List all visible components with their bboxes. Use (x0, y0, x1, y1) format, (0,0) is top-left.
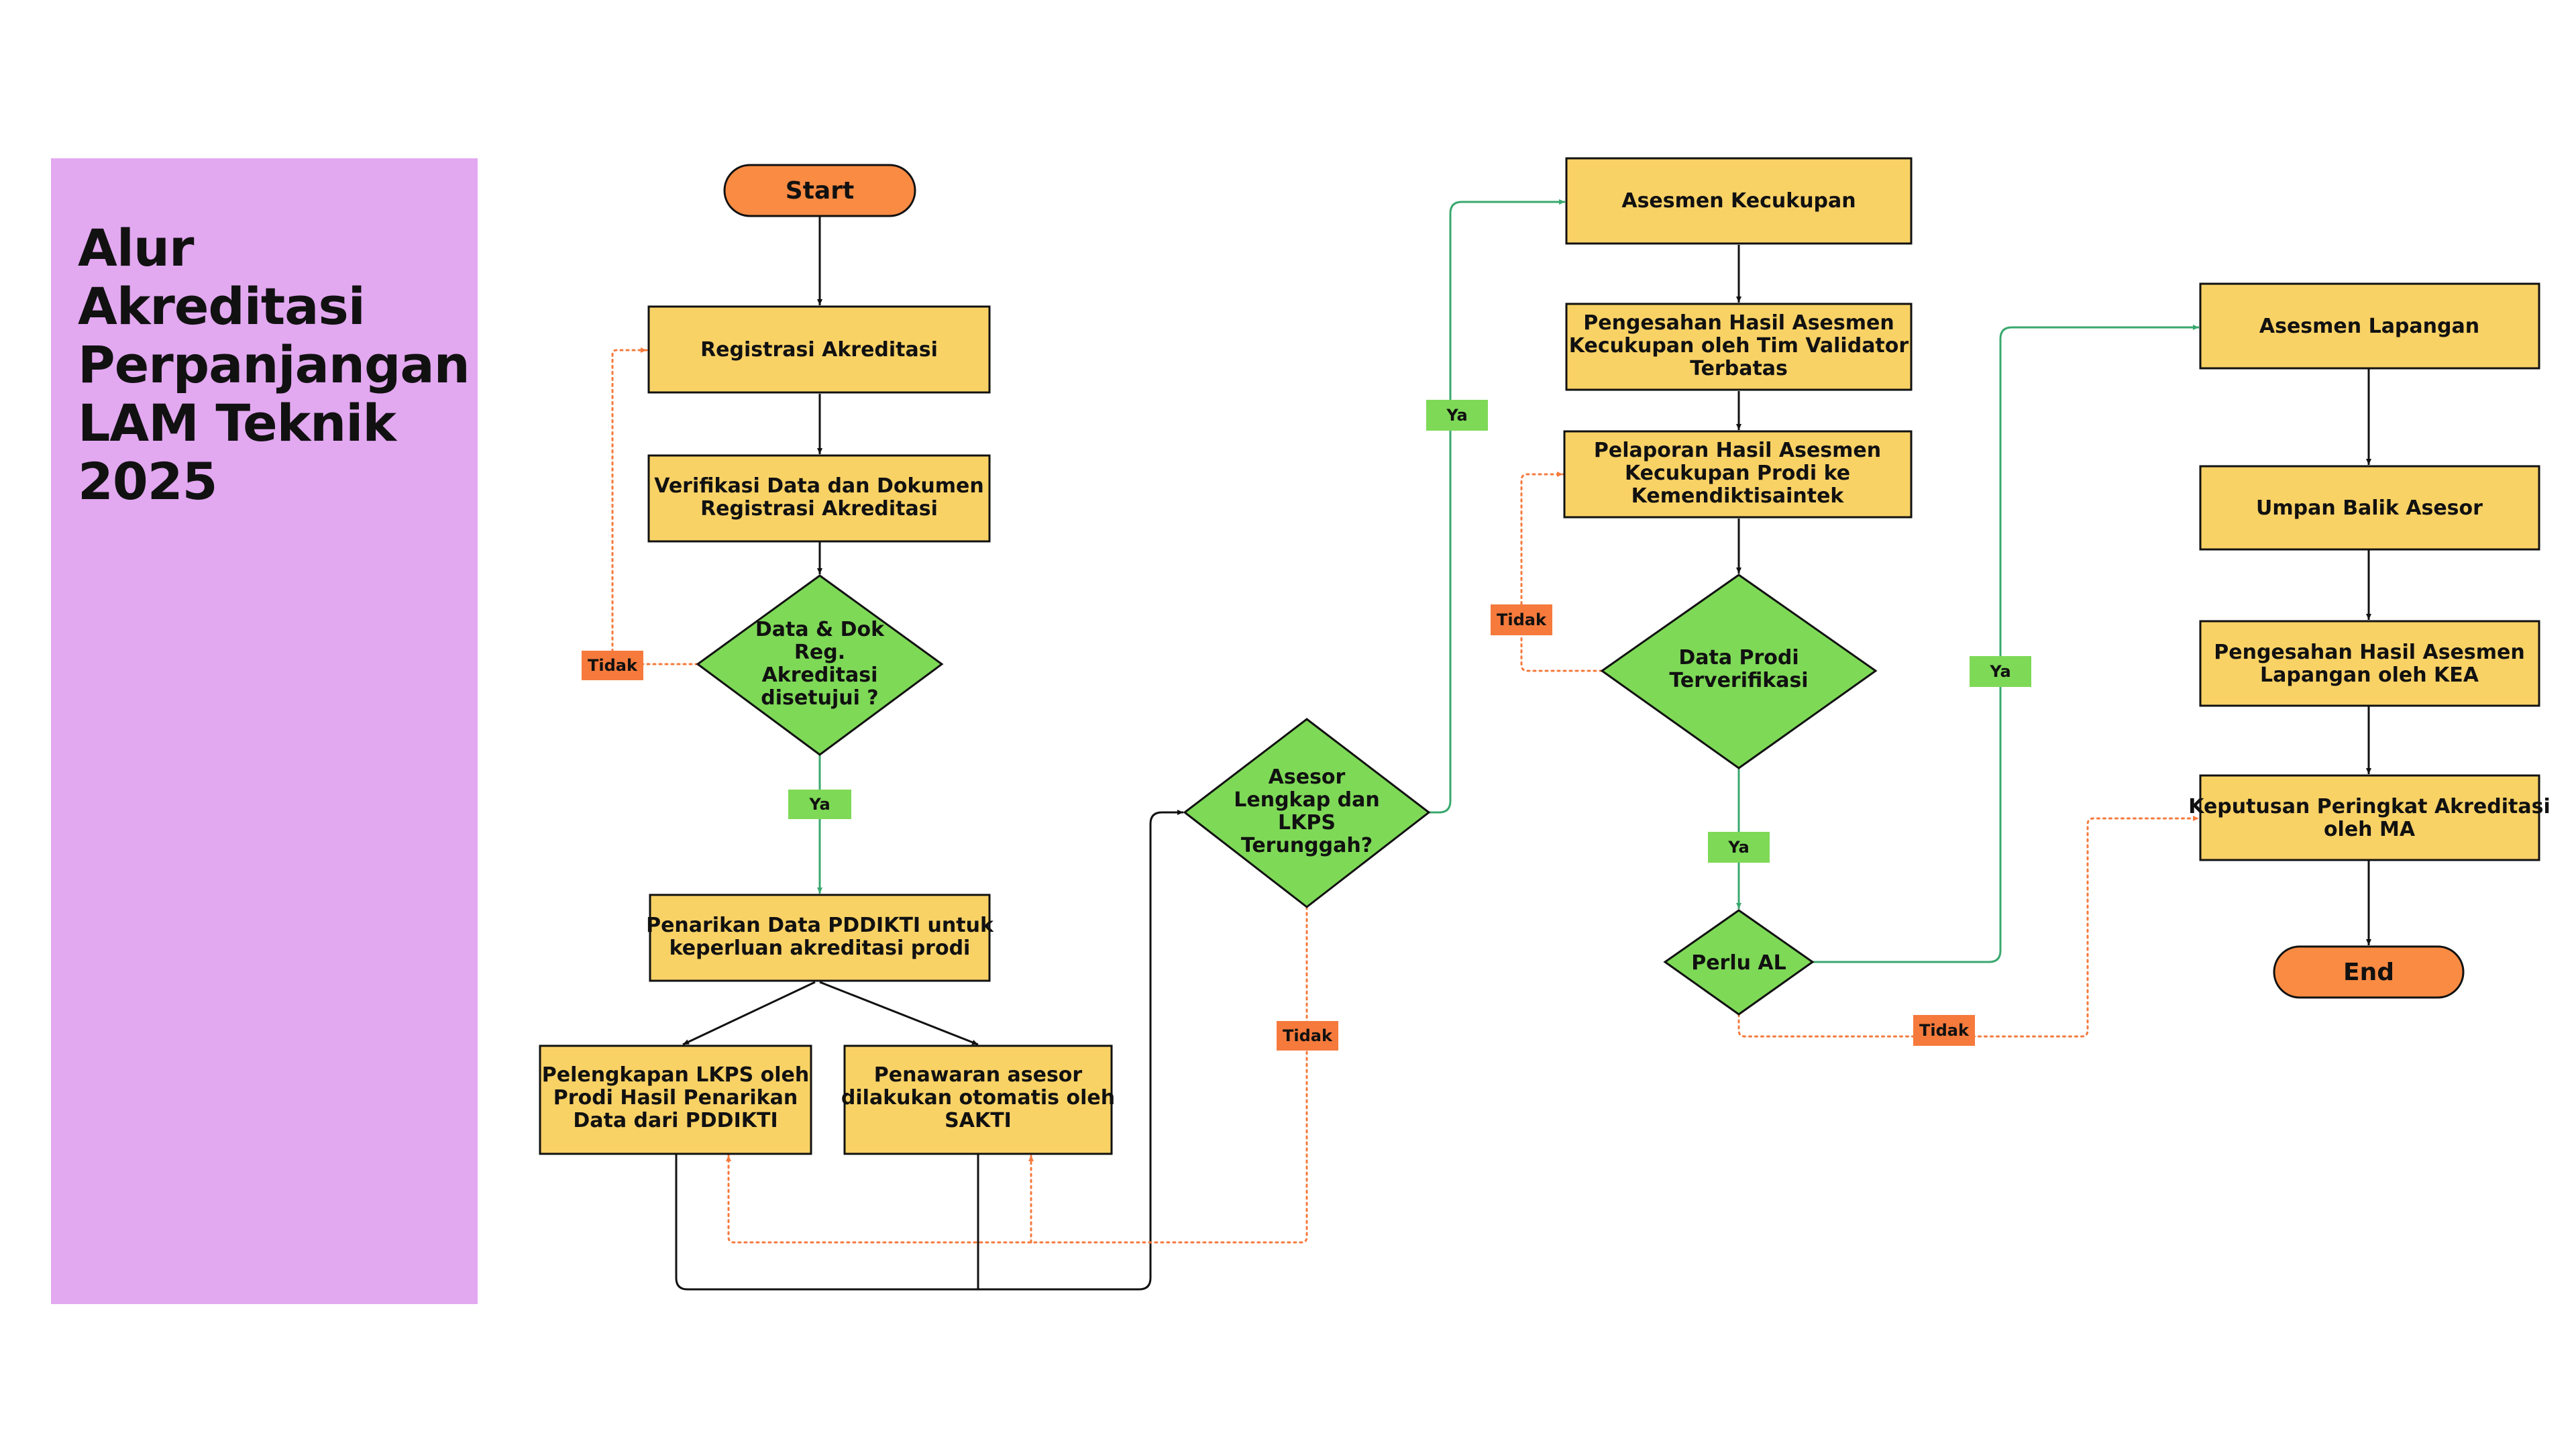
svg-text:Ya: Ya (808, 795, 830, 814)
svg-text:Penarikan Data PDDIKTI untuk: Penarikan Data PDDIKTI untuk (646, 914, 994, 937)
perlu-al-decision: Perlu AL (1663, 909, 1815, 1016)
svg-text:Ya: Ya (1727, 838, 1749, 857)
svg-text:Terunggah?: Terunggah? (1241, 834, 1373, 857)
flow-penarikan-penawaran (819, 981, 979, 1046)
page-title: Alur Akreditasi Perpanjangan LAM Teknik … (78, 218, 470, 511)
tag-yes-lengkap: Ya (1426, 400, 1488, 431)
svg-text:Pelaporan Hasil Asesmen: Pelaporan Hasil Asesmen (1594, 439, 1881, 462)
tag-no-terverifikasi: Tidak (1491, 604, 1552, 635)
pengesahan-lapangan-box: Pengesahan Hasil Asesmen Lapangan oleh K… (2199, 620, 2540, 707)
tag-yes-terverifikasi: Ya (1708, 832, 1770, 863)
svg-text:Data Prodi: Data Prodi (1678, 646, 1799, 669)
svg-text:Data dari PDDIKTI: Data dari PDDIKTI (573, 1109, 777, 1132)
svg-text:LKPS: LKPS (1278, 811, 1336, 835)
disetujui-decision: Data & Dok Reg. Akreditasi disetujui ? (696, 574, 944, 756)
svg-text:Ya: Ya (1989, 662, 2010, 681)
tag-yes-perlu-al: Ya (1970, 656, 2031, 687)
registrasi-akreditasi-box: Registrasi Akreditasi (647, 305, 991, 394)
flow-yes-lengkap (1429, 199, 1565, 814)
svg-text:Perlu AL: Perlu AL (1691, 951, 1786, 975)
svg-text:Registrasi Akreditasi: Registrasi Akreditasi (700, 338, 938, 362)
svg-text:Registrasi Akreditasi: Registrasi Akreditasi (700, 497, 938, 521)
svg-text:Verifikasi Data dan Dokumen: Verifikasi Data dan Dokumen (654, 474, 984, 498)
svg-text:Kecukupan Prodi ke: Kecukupan Prodi ke (1625, 462, 1850, 485)
svg-text:oleh MA: oleh MA (2324, 818, 2416, 841)
svg-text:Penawaran asesor: Penawaran asesor (874, 1063, 1083, 1087)
penarikan-data-box: Penarikan Data PDDIKTI untuk keperluan a… (646, 894, 994, 982)
penawaran-asesor-box: Penawaran asesor dilakukan otomatis oleh… (841, 1044, 1115, 1155)
flow-merge-to-lengkap (675, 810, 1183, 1291)
lengkap-decision: Asesor Lengkap dan LKPS Terunggah? (1183, 718, 1431, 908)
svg-text:keperluan akreditasi prodi: keperluan akreditasi prodi (669, 936, 971, 960)
flow-penarikan-pelengkapan (682, 981, 816, 1046)
svg-text:Kecukupan oleh Tim Validator: Kecukupan oleh Tim Validator (1569, 334, 1909, 358)
umpan-balik-box: Umpan Balik Asesor (2199, 465, 2540, 551)
svg-text:End: End (2343, 959, 2394, 986)
flow-no-perlu-al (1737, 816, 2200, 1038)
flow-no-terverifikasi (1520, 472, 1603, 672)
svg-text:Ya: Ya (1446, 406, 1467, 425)
tag-no-lengkap: Tidak (1277, 1021, 1338, 1051)
title-panel: Alur Akreditasi Perpanjangan LAM Teknik … (51, 158, 478, 1304)
flow-no-lengkap (726, 906, 1308, 1244)
tag-no-disetujui: Tidak (582, 651, 643, 680)
start-terminal: Start (723, 164, 916, 217)
pelengkapan-lkps-box: Pelengkapan LKPS oleh Prodi Hasil Penari… (539, 1044, 812, 1155)
svg-text:Prodi Hasil Penarikan: Prodi Hasil Penarikan (553, 1086, 798, 1110)
svg-text:SAKTI: SAKTI (945, 1109, 1012, 1132)
svg-text:Terverifikasi: Terverifikasi (1669, 669, 1808, 692)
svg-text:Tidak: Tidak (1283, 1026, 1333, 1045)
svg-text:Tidak: Tidak (1919, 1021, 1970, 1040)
asesmen-lapangan-box: Asesmen Lapangan (2199, 282, 2540, 370)
svg-text:Akreditasi: Akreditasi (762, 663, 878, 687)
svg-text:Tidak: Tidak (1497, 610, 1547, 629)
svg-text:dilakukan otomatis oleh: dilakukan otomatis oleh (841, 1086, 1115, 1110)
svg-text:Asesmen Kecukupan: Asesmen Kecukupan (1621, 189, 1856, 213)
svg-text:Lengkap dan: Lengkap dan (1234, 788, 1380, 812)
verifikasi-data-box: Verifikasi Data dan Dokumen Registrasi A… (647, 454, 991, 543)
svg-text:Lapangan oleh KEA: Lapangan oleh KEA (2260, 663, 2479, 687)
svg-text:Asesor: Asesor (1269, 765, 1346, 789)
svg-text:Pelengkapan LKPS oleh: Pelengkapan LKPS oleh (542, 1063, 810, 1087)
svg-text:Kemendiktisaintek: Kemendiktisaintek (1631, 484, 1845, 508)
svg-text:Terbatas: Terbatas (1690, 357, 1788, 380)
svg-text:Reg.: Reg. (794, 641, 845, 664)
svg-text:Pengesahan Hasil Asesmen: Pengesahan Hasil Asesmen (1583, 311, 1894, 335)
pelaporan-hasil-box: Pelaporan Hasil Asesmen Kecukupan Prodi … (1563, 430, 1913, 519)
svg-text:Data & Dok: Data & Dok (755, 618, 885, 641)
svg-text:Asesmen Lapangan: Asesmen Lapangan (2259, 315, 2479, 338)
tag-yes-disetujui: Ya (788, 790, 851, 819)
keputusan-peringkat-box: Keputusan Peringkat Akreditasi oleh MA (2188, 774, 2551, 861)
svg-text:disetujui ?: disetujui ? (761, 686, 878, 710)
tag-no-perlu-al: Tidak (1913, 1015, 1975, 1046)
svg-text:Tidak: Tidak (588, 656, 638, 675)
svg-text:Umpan Balik Asesor: Umpan Balik Asesor (2256, 496, 2483, 520)
svg-text:Pengesahan Hasil Asesmen: Pengesahan Hasil Asesmen (2214, 641, 2524, 664)
terverifikasi-decision: Data Prodi Terverifikasi (1600, 574, 1878, 769)
pengesahan-kecukupan-box: Pengesahan Hasil Asesmen Kecukupan oleh … (1565, 303, 1913, 391)
svg-text:Start: Start (786, 177, 854, 205)
end-terminal: End (2273, 945, 2465, 999)
flow-yes-perlu-al (1813, 325, 2199, 963)
asesmen-kecukupan-box: Asesmen Kecukupan (1565, 157, 1913, 245)
svg-text:Keputusan Peringkat Akreditasi: Keputusan Peringkat Akreditasi (2188, 795, 2551, 818)
